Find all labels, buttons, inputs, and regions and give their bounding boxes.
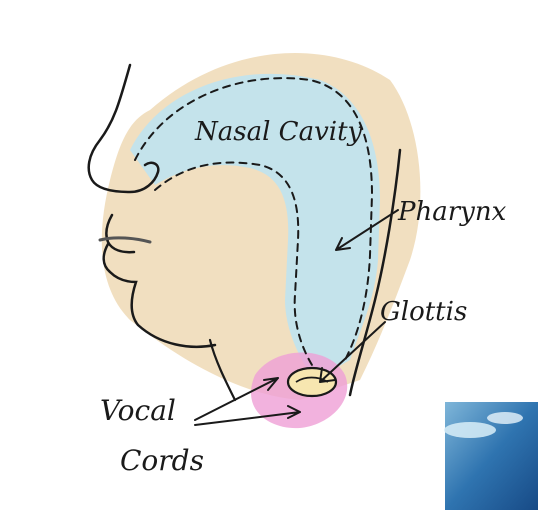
label-pharynx: Pharynx (397, 197, 507, 227)
glottis-shape (288, 368, 336, 396)
label-vocal-line1: Vocal (100, 394, 176, 427)
label-vocal-line2: Cords (120, 444, 204, 477)
label-nasal-cavity: Nasal Cavity (194, 117, 363, 147)
corner-photo (444, 402, 538, 510)
cloud-shape (444, 422, 496, 438)
cloud-shape (487, 412, 523, 424)
label-glottis: Glottis (380, 297, 467, 327)
